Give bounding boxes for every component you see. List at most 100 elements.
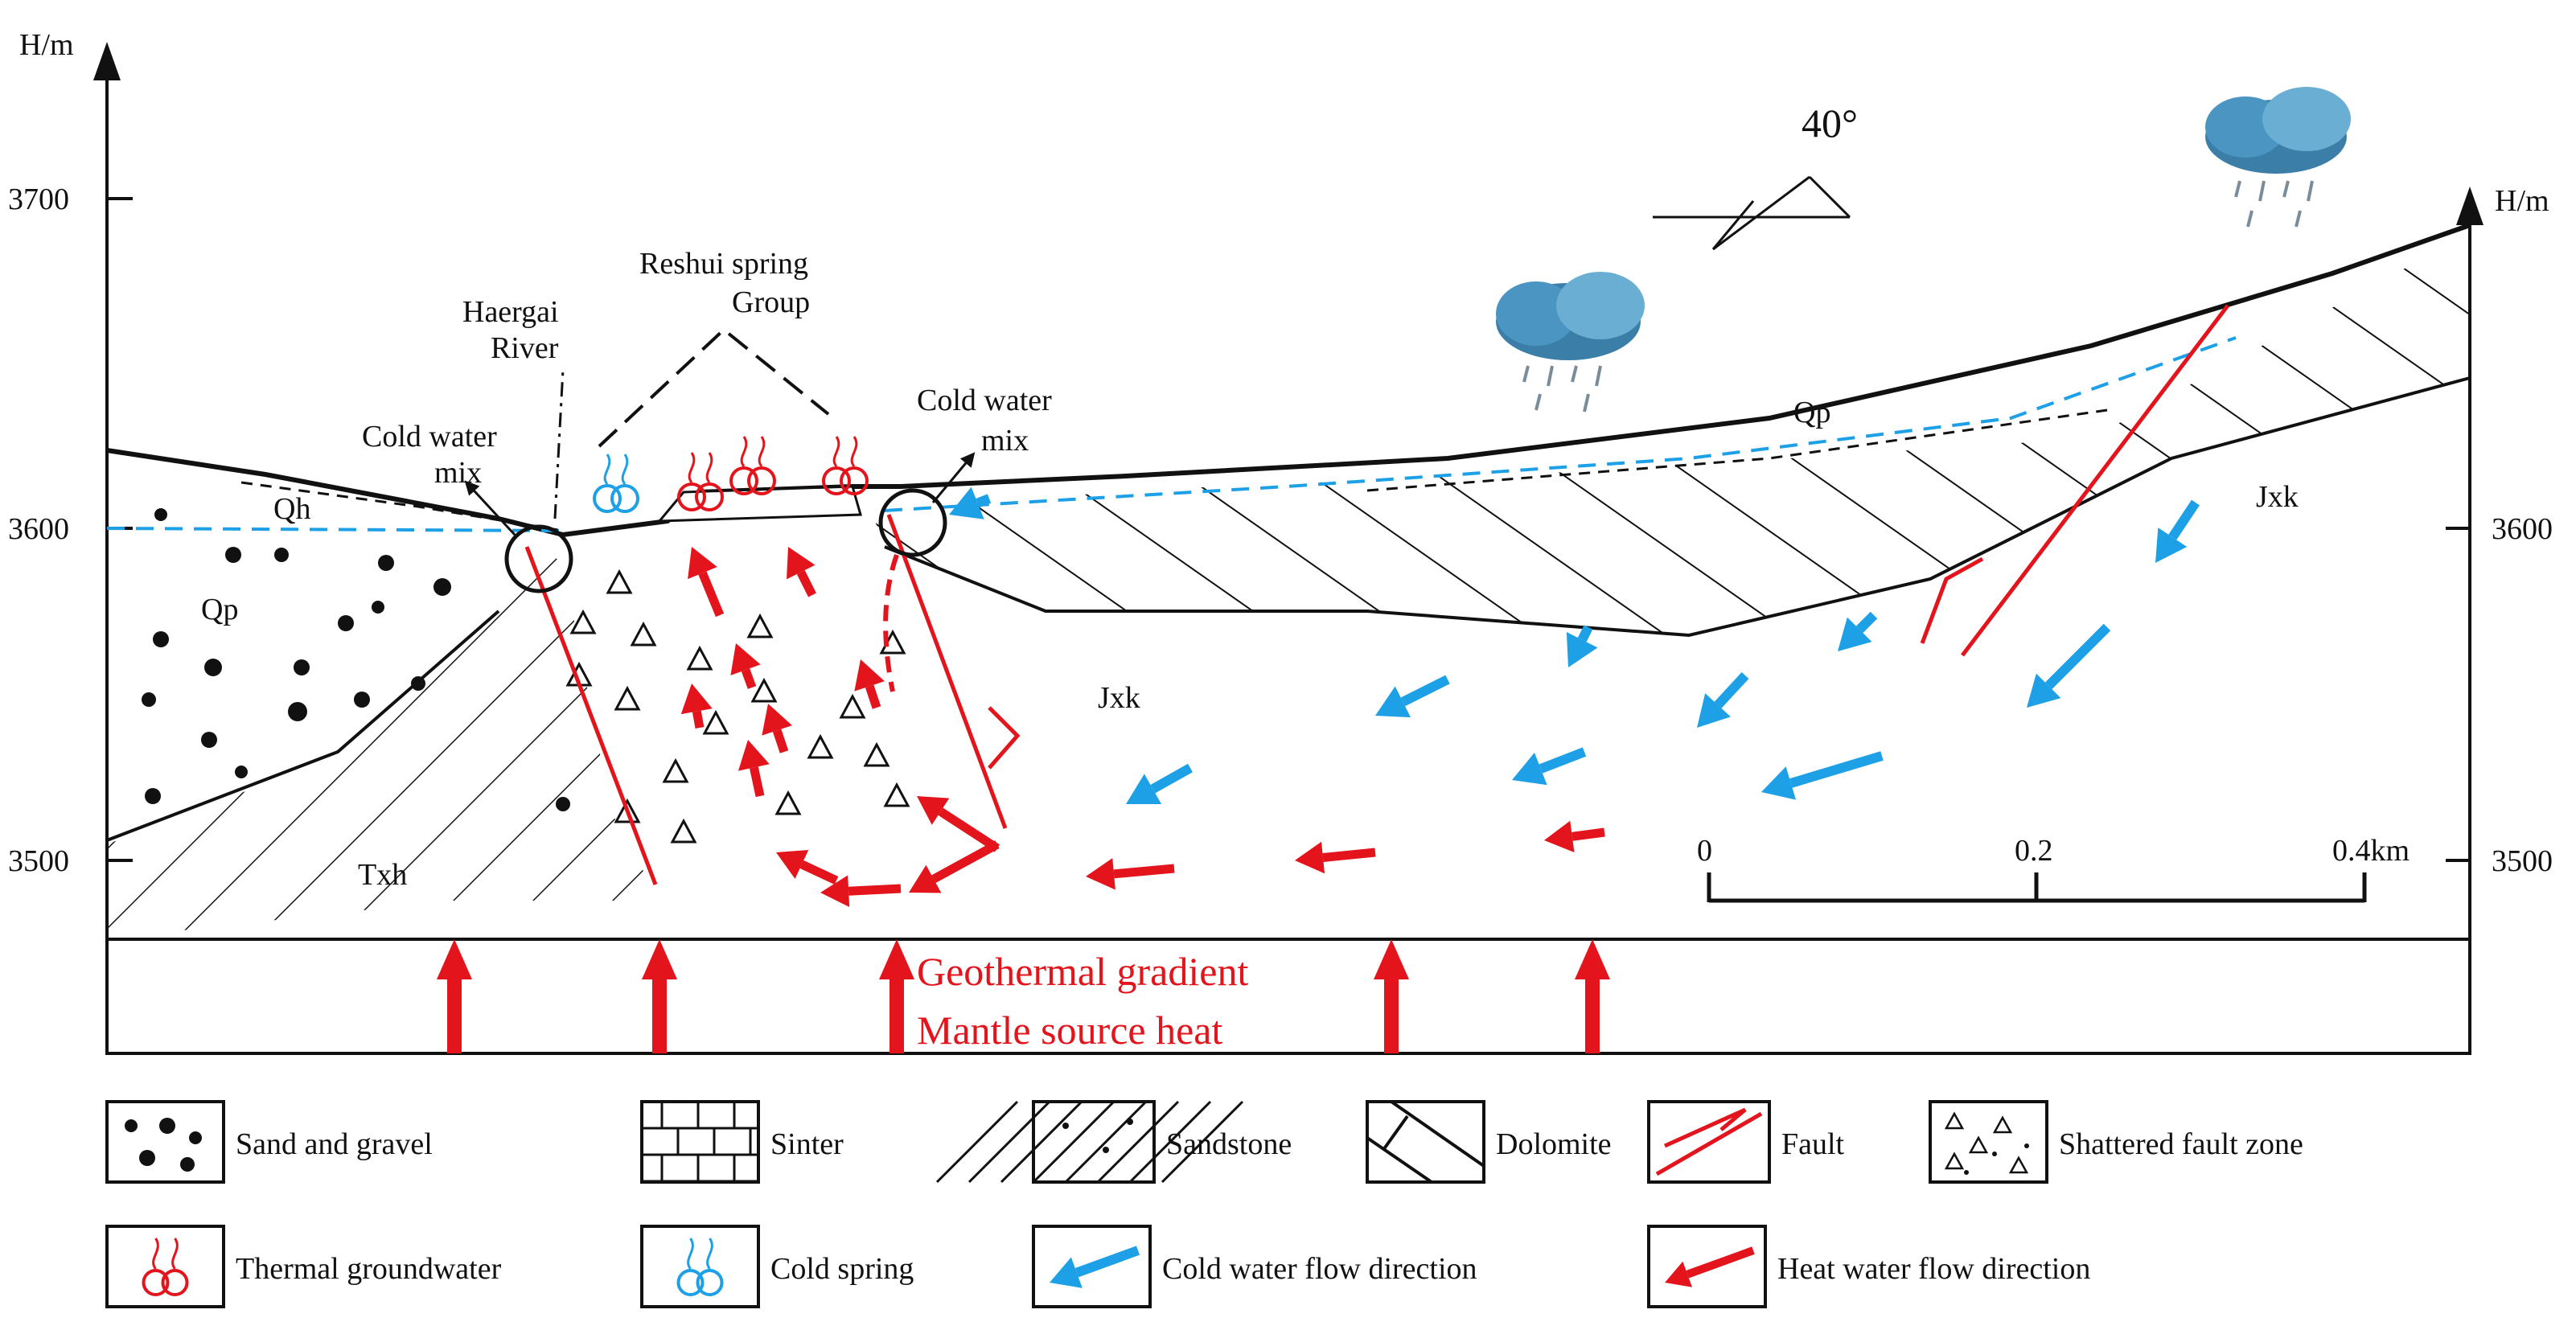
legend-swatch xyxy=(1032,1100,1156,1184)
qp-left-label: Qp xyxy=(201,593,238,626)
jxk-right-label: Jxk xyxy=(2256,480,2299,514)
cold-mix-left-label-2: mix xyxy=(434,456,482,490)
legend-swatch xyxy=(1929,1100,2048,1184)
legend-swatch xyxy=(640,1100,760,1184)
cold-spring-icon xyxy=(593,454,639,513)
qh-label: Qh xyxy=(273,492,310,526)
mix-circle-left xyxy=(504,524,573,593)
shattered-triangle xyxy=(606,569,633,594)
legend-label: Sandstone xyxy=(1166,1127,1292,1161)
legend-item: Cold water flow direction xyxy=(1032,1225,1477,1308)
fault-left xyxy=(524,546,658,885)
water-table-right xyxy=(884,336,2237,512)
heat-flow-arrow xyxy=(1544,820,1605,852)
cold-flow-arrow xyxy=(1126,763,1193,804)
heat-flow-arrow xyxy=(776,849,839,885)
shattered-triangle xyxy=(746,613,774,638)
heat-flow-arrow xyxy=(1086,858,1175,890)
thermal-spring-icon xyxy=(822,436,869,495)
right-tick-3500: 3500 xyxy=(2492,844,2553,878)
legend-swatch xyxy=(105,1100,225,1184)
fault-right xyxy=(1961,304,2229,657)
heat-source-arrow xyxy=(1374,939,1409,1053)
legend-label: Cold water flow direction xyxy=(1162,1252,1477,1286)
qh-lens xyxy=(240,481,564,532)
gravel-dot xyxy=(288,702,307,721)
reshui-label-1: Reshui spring xyxy=(639,247,808,281)
reshui-label-2: Group xyxy=(732,285,810,319)
cold-flow-arrow xyxy=(949,486,992,519)
cold-flow-arrow xyxy=(2155,499,2200,563)
thermal-spring-icon xyxy=(729,436,776,495)
legend-label: Thermal groundwater xyxy=(236,1252,502,1286)
fault-middle xyxy=(886,514,1008,829)
heat-source-arrow xyxy=(879,939,914,1053)
dip-symbol-icon xyxy=(1653,175,1851,251)
shattered-triangle xyxy=(630,621,657,647)
gravel-dot xyxy=(378,555,394,571)
heat-flow-arrow xyxy=(820,875,902,908)
gravel-dot xyxy=(354,692,370,708)
gravel-dot xyxy=(294,659,310,675)
cold-mix-right-label-2: mix xyxy=(981,424,1029,458)
legend-swatch xyxy=(105,1225,225,1308)
legend-item: Heat water flow direction xyxy=(1647,1225,2090,1308)
cold-flow-arrow xyxy=(1697,671,1749,728)
scale-tick-0-4km: 0.4km xyxy=(2332,834,2410,868)
legend-item: Shattered fault zone xyxy=(1929,1100,2303,1184)
legend-swatch xyxy=(1366,1100,1485,1184)
legend-item: Cold spring xyxy=(640,1225,914,1308)
gravel-dot xyxy=(154,508,167,521)
cold-flow-arrow xyxy=(2027,623,2111,708)
gravel-dot xyxy=(153,631,169,647)
qp-right-label: Qp xyxy=(1793,396,1830,429)
right-tick-3600: 3600 xyxy=(2492,512,2553,546)
water-table-left xyxy=(106,527,564,532)
gravel-dot xyxy=(204,659,222,676)
gravel-dots-left xyxy=(142,508,570,811)
heat-flow-arrow xyxy=(762,704,792,753)
heat-source-arrow xyxy=(642,939,677,1053)
cold-flow-arrow xyxy=(1512,747,1587,786)
heat-source-label-1: Geothermal gradient xyxy=(917,949,1248,994)
txh-strata xyxy=(106,531,659,933)
cold-flow-arrow xyxy=(1761,751,1884,800)
left-tick-3500: 3500 xyxy=(8,844,69,878)
mix-circle-right xyxy=(878,488,947,557)
gravel-dot xyxy=(201,732,217,748)
legend-label: Cold spring xyxy=(770,1252,914,1286)
haergai-label-1: Haergai xyxy=(462,295,559,329)
right-axis: H/m 3600 3500 xyxy=(2446,184,2553,1053)
heat-flow-arrow xyxy=(680,684,713,729)
legend-label: Sand and gravel xyxy=(236,1127,433,1161)
legend-item: Sandstone xyxy=(935,1100,1292,1184)
legend-item: Dolomite xyxy=(1366,1100,1612,1184)
gravel-dot xyxy=(433,578,451,596)
rain-cloud-right-icon xyxy=(2205,87,2351,228)
heat-flow-arrow xyxy=(854,659,885,709)
legend-swatch xyxy=(640,1225,760,1308)
txh-label: Txh xyxy=(358,858,407,892)
gravel-dot xyxy=(274,548,289,562)
right-axis-unit: H/m xyxy=(2495,184,2549,218)
shattered-triangle xyxy=(670,818,697,844)
shattered-triangle xyxy=(686,645,713,671)
haergai-label-2: River xyxy=(491,331,559,365)
shattered-triangle xyxy=(863,741,890,767)
heat-flow-arrow xyxy=(917,796,1000,852)
gravel-dot xyxy=(372,601,384,614)
jxk-sandstone-dolomite-strata xyxy=(873,233,2471,638)
shattered-triangle xyxy=(839,693,866,719)
gravel-dot xyxy=(142,692,156,707)
shattered-triangle xyxy=(883,782,910,807)
scale-tick-0-2: 0.2 xyxy=(2015,834,2053,868)
gravel-dot xyxy=(145,788,161,804)
shattered-triangle xyxy=(774,790,802,815)
shattered-triangle xyxy=(614,798,641,823)
cold-flow-arrow xyxy=(1375,675,1450,718)
legend-item: Thermal groundwater xyxy=(105,1225,502,1308)
left-tick-3700: 3700 xyxy=(8,183,69,216)
rain-cloud-left-icon xyxy=(1496,272,1645,413)
legend-item: Fault xyxy=(1647,1100,1845,1184)
legend-label: Sinter xyxy=(770,1127,844,1161)
